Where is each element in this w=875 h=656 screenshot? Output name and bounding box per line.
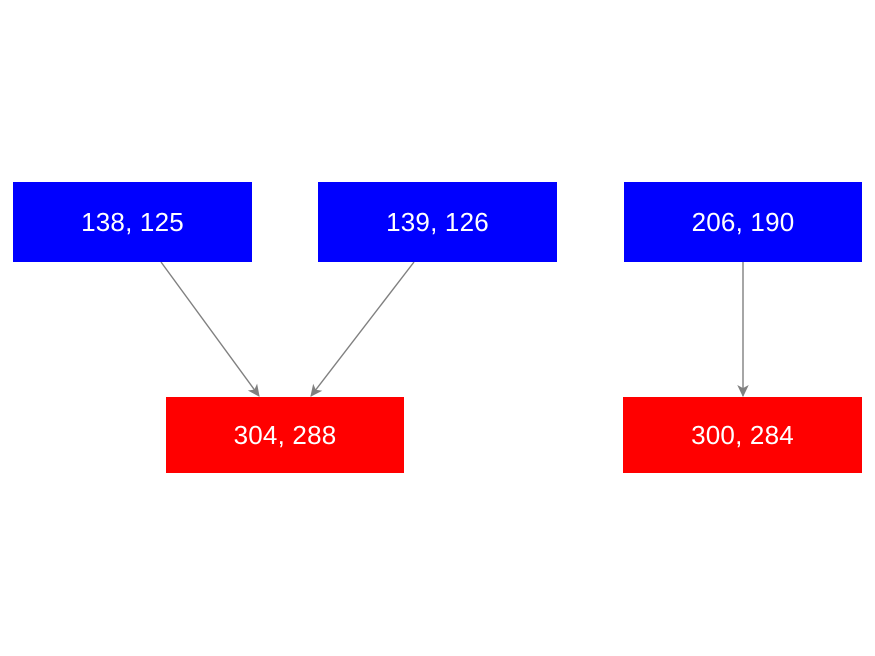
node-139-126[interactable]: 139, 126 [318, 182, 557, 262]
node-label: 300, 284 [691, 420, 794, 450]
node-304-288[interactable]: 304, 288 [166, 397, 404, 473]
node-300-284[interactable]: 300, 284 [623, 397, 862, 473]
edge-n1-to-n4 [160, 261, 260, 397]
node-label: 304, 288 [233, 420, 337, 450]
node-label: 206, 190 [691, 207, 795, 237]
node-138-125[interactable]: 138, 125 [13, 182, 252, 262]
edge-n2-to-n4 [310, 261, 415, 397]
node-label: 139, 126 [386, 207, 489, 237]
node-label: 138, 125 [81, 207, 184, 237]
node-206-190[interactable]: 206, 190 [624, 182, 862, 262]
